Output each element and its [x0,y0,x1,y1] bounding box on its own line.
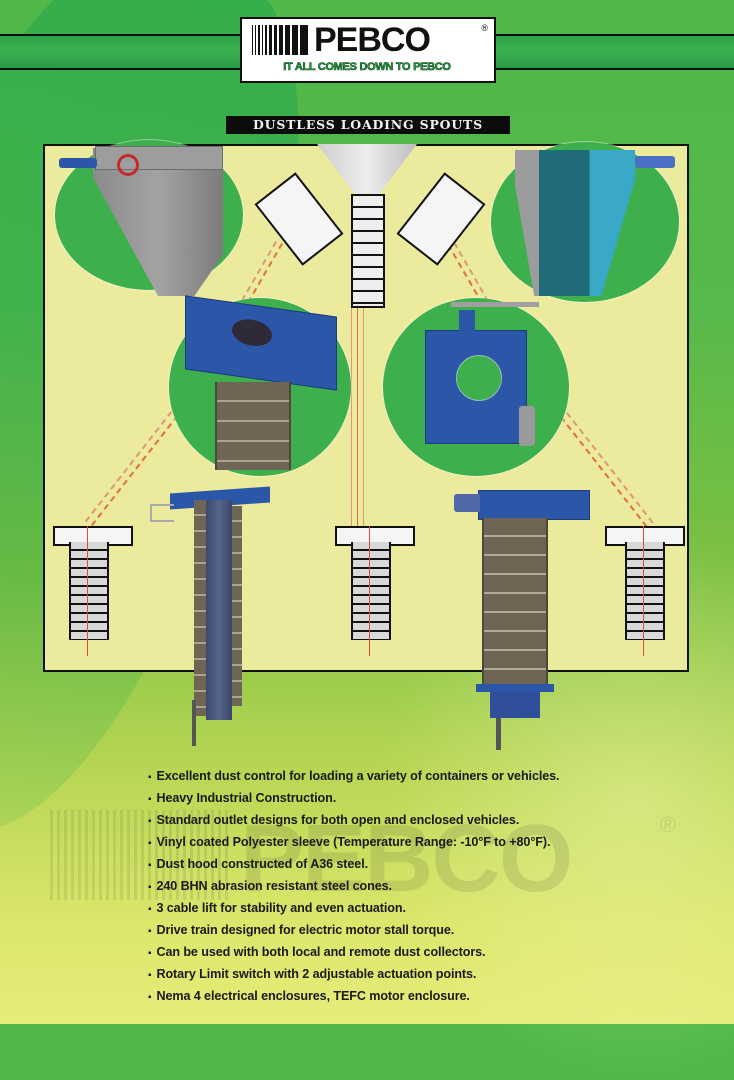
angled-spout-drawing-right [396,172,486,266]
spout-inlet [454,494,480,512]
retracted-spout-drawing-2 [351,542,391,640]
feature-item: Heavy Industrial Construction. [148,788,559,810]
product-illustration-panel [43,140,689,672]
logo-wordmark: PEBCO [314,21,431,59]
spout-sleeve [482,518,548,686]
spout-head [478,490,590,520]
retracted-spout-drawing-3 [625,542,665,640]
center-line [87,526,88,656]
hood-opening [232,316,272,349]
central-hopper-cone [317,144,417,194]
logo-tagline: IT ALL COMES DOWN TO PEBCO [283,61,451,74]
gate-motor [519,406,535,446]
spout-bracket [150,504,174,522]
center-line [369,526,370,656]
spout-tip-rod [192,700,196,746]
actuator-cylinder [635,156,675,168]
gate-handle [451,302,539,307]
connector-line [357,306,358,526]
blue-slide-gate-image [425,330,527,444]
registered-mark: ® [481,23,488,33]
center-line [643,526,644,656]
feature-item: Nema 4 electrical enclosures, TEFC motor… [148,986,559,1008]
gate-circular-opening [456,355,502,401]
hopper-top-frame [95,146,223,170]
spout-sleeve-left [194,500,208,716]
gate-inlet [459,310,475,332]
barcode-icon [252,25,314,55]
spout-column [206,500,232,720]
section-title: DUSTLESS LOADING SPOUTS [226,116,510,134]
spout-outlet [490,692,540,718]
actuator-cylinder [59,158,97,168]
feature-item: Can be used with both local and remote d… [148,942,559,964]
feature-item: Drive train designed for electric motor … [148,920,559,942]
feature-item: 240 BHN abrasion resistant steel cones. [148,876,559,898]
pebco-logo: PEBCO ® IT ALL COMES DOWN TO PEBCO [240,17,496,83]
spout-sleeve-right [232,506,242,706]
feature-item: 3 cable lift for stability and even actu… [148,898,559,920]
feature-item: Standard outlet designs for both open an… [148,810,559,832]
feature-item: Vinyl coated Polyester sleeve (Temperatu… [148,832,559,854]
feature-item: Dust hood constructed of A36 steel. [148,854,559,876]
watermark-registered-mark: ® [659,812,676,837]
dust-hood-sleeve [215,382,291,470]
spout-tip-rod [496,718,501,750]
central-spout-drawing [351,194,385,308]
handwheel-icon [117,154,139,176]
spout-flange [476,684,554,692]
feature-list: Excellent dust control for loading a var… [148,766,559,1008]
feature-item: Rotary Limit switch with 2 adjustable ac… [148,964,559,986]
connector-line [351,306,352,526]
connector-line [363,306,364,526]
retracted-spout-drawing-1 [69,542,109,640]
feature-item: Excellent dust control for loading a var… [148,766,559,788]
